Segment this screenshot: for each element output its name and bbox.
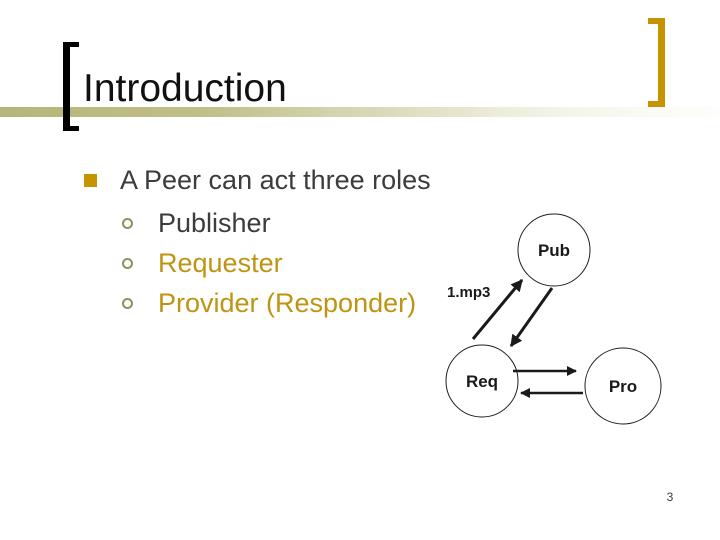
- edge-label-mp3: 1.mp3: [447, 284, 490, 301]
- sub-bullet-item-requester: Requester: [122, 250, 283, 277]
- bullet-item: A Peer can act three roles: [84, 166, 431, 195]
- node-label-pub: Pub: [538, 241, 570, 260]
- right-bracket-decoration: [648, 18, 665, 107]
- circle-bullet-icon: [122, 298, 133, 309]
- sub-bullet-item-provider: Provider (Responder): [122, 290, 416, 317]
- node-pro: [584, 347, 662, 425]
- square-bullet-icon: [84, 174, 97, 187]
- sub-bullet-label: Provider (Responder): [158, 288, 417, 318]
- sub-bullet-item-publisher: Publisher: [122, 210, 271, 237]
- title-underline-band: [0, 107, 720, 117]
- node-label-pro: Pro: [609, 377, 637, 396]
- slide-title: Introduction: [83, 67, 287, 110]
- arrow-pub-to-req: [509, 287, 554, 347]
- arrow-req-to-pub: [471, 279, 524, 340]
- sub-bullet-label: Requester: [158, 248, 283, 278]
- page-number: 3: [666, 490, 674, 504]
- node-label-req: Req: [466, 372, 498, 391]
- circle-bullet-icon: [122, 258, 133, 269]
- sub-bullet-label: Publisher: [158, 208, 271, 238]
- node-req: [445, 344, 519, 418]
- circle-bullet-icon: [122, 218, 133, 229]
- left-bracket-decoration: [63, 42, 79, 131]
- node-pub: [517, 213, 591, 287]
- bullet-text: A Peer can act three roles: [120, 165, 431, 195]
